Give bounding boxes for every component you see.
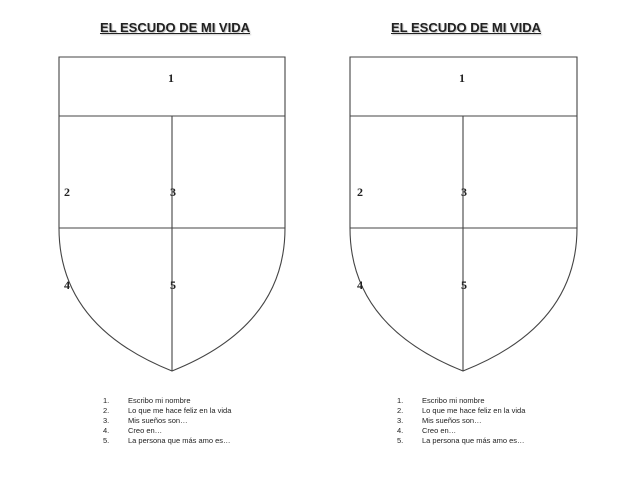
legend-item-number: 2. <box>397 406 404 415</box>
legend-item-text: Mis sueños son… <box>128 416 188 425</box>
right-legend-list: 1. Escribo mi nombre 2. Lo que me hace fel… <box>397 396 525 446</box>
legend-item-number: 3. <box>103 416 110 425</box>
left-section-5-number: 5 <box>170 278 176 292</box>
legend-item: 4. Creo en… <box>103 426 231 436</box>
right-section-2-number: 2 <box>357 185 363 199</box>
left-page-title: EL ESCUDO DE MI VIDA <box>99 20 250 35</box>
legend-item-text: Mis sueños son… <box>422 416 482 425</box>
legend-item-text: La persona que más amo es… <box>128 436 231 445</box>
right-page-title: EL ESCUDO DE MI VIDA <box>390 20 541 35</box>
legend-item-number: 3. <box>397 416 404 425</box>
legend-item-number: 1. <box>397 396 404 405</box>
legend-item-number: 5. <box>397 436 404 445</box>
legend-item-text: Creo en… <box>128 426 163 435</box>
legend-item-text: Lo que me hace feliz en la vida <box>128 406 232 415</box>
legend-item: 1. Escribo mi nombre <box>103 396 231 406</box>
legend-item-number: 4. <box>103 426 110 435</box>
legend-item-text: Escribo mi nombre <box>128 396 191 405</box>
legend-item: 5. La persona que más amo es… <box>103 436 231 446</box>
legend-item-text: Creo en… <box>422 426 457 435</box>
legend-item-number: 2. <box>103 406 110 415</box>
left-section-1-number: 1 <box>168 71 174 85</box>
left-section-2-number: 2 <box>64 185 70 199</box>
legend-item-text: Escribo mi nombre <box>422 396 485 405</box>
legend-item-number: 5. <box>103 436 110 445</box>
right-section-4-number: 4 <box>357 278 363 292</box>
left-shield <box>58 56 286 372</box>
legend-item: 2. Lo que me hace feliz en la vida <box>397 406 525 416</box>
right-section-1-number: 1 <box>459 71 465 85</box>
left-section-4-number: 4 <box>64 278 70 292</box>
legend-item: 3. Mis sueños son… <box>397 416 525 426</box>
legend-item-number: 4. <box>397 426 404 435</box>
legend-item: 3. Mis sueños son… <box>103 416 231 426</box>
legend-item-text: La persona que más amo es… <box>422 436 525 445</box>
left-legend-list: 1. Escribo mi nombre 2. Lo que me hace fel… <box>103 396 231 446</box>
right-section-3-number: 3 <box>461 185 467 199</box>
left-section-3-number: 3 <box>170 185 176 199</box>
legend-item-number: 1. <box>103 396 110 405</box>
legend-item: 5. La persona que más amo es… <box>397 436 525 446</box>
right-section-5-number: 5 <box>461 278 467 292</box>
legend-item: 1. Escribo mi nombre <box>397 396 525 406</box>
legend-item-text: Lo que me hace feliz en la vida <box>422 406 526 415</box>
legend-item: 2. Lo que me hace feliz en la vida <box>103 406 231 416</box>
legend-item: 4. Creo en… <box>397 426 525 436</box>
right-shield <box>349 56 578 372</box>
